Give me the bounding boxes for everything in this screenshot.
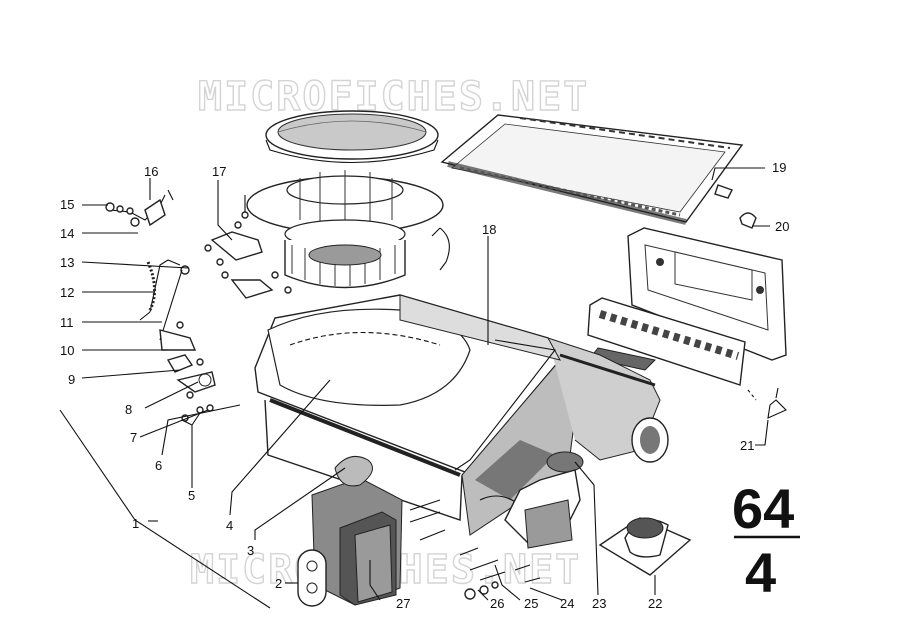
clip-part-20a — [714, 184, 733, 199]
callout-19: 19 — [772, 160, 786, 175]
callout-2: 2 — [275, 576, 282, 591]
callout-20: 20 — [775, 219, 789, 234]
cover-part-2 — [297, 549, 327, 607]
callout-8: 8 — [125, 402, 132, 417]
callout-18: 18 — [482, 222, 496, 237]
callout-13: 13 — [60, 255, 74, 270]
callout-4: 4 — [226, 518, 233, 533]
sheet-number: 4 — [745, 541, 776, 604]
callout-3: 3 — [247, 543, 254, 558]
callout-9: 9 — [68, 372, 75, 387]
callout-25: 25 — [524, 596, 538, 611]
callout-22: 22 — [648, 596, 662, 611]
callout-15: 15 — [60, 197, 74, 212]
callout-21: 21 — [740, 438, 754, 453]
callout-26: 26 — [490, 596, 504, 611]
lid-part-19 — [440, 114, 744, 225]
page-number-block: 64 4 — [732, 477, 800, 604]
callout-16: 16 — [144, 164, 158, 179]
fan-housing-part — [246, 170, 444, 289]
bolts-part — [409, 499, 541, 600]
callout-11: 11 — [60, 315, 74, 330]
callout-14: 14 — [60, 226, 74, 241]
duct-part-23 — [504, 451, 584, 549]
panel-part — [627, 227, 787, 361]
callout-27: 27 — [396, 596, 410, 611]
cap-part-3 — [334, 455, 373, 487]
callout-12: 12 — [60, 285, 74, 300]
duct-part-22 — [598, 517, 692, 576]
callout-6: 6 — [155, 458, 162, 473]
callout-10: 10 — [60, 343, 74, 358]
callout-labels: 1 2 3 4 5 6 7 8 9 10 11 12 13 14 15 16 1… — [60, 160, 789, 611]
screw-part-21 — [767, 387, 787, 419]
callout-7: 7 — [130, 430, 137, 445]
leader-lines — [59, 167, 770, 609]
callout-1: 1 — [132, 516, 139, 531]
grille-part — [587, 297, 746, 386]
callout-24: 24 — [560, 596, 574, 611]
group-number: 64 — [732, 477, 794, 540]
linkage-part — [105, 189, 292, 422]
callout-5: 5 — [188, 488, 195, 503]
callout-23: 23 — [592, 596, 606, 611]
filter-cover-part — [265, 110, 439, 163]
watermark-top: MICROFICHES.NET — [198, 74, 589, 120]
clip-part — [431, 227, 450, 271]
callout-17: 17 — [212, 164, 226, 179]
